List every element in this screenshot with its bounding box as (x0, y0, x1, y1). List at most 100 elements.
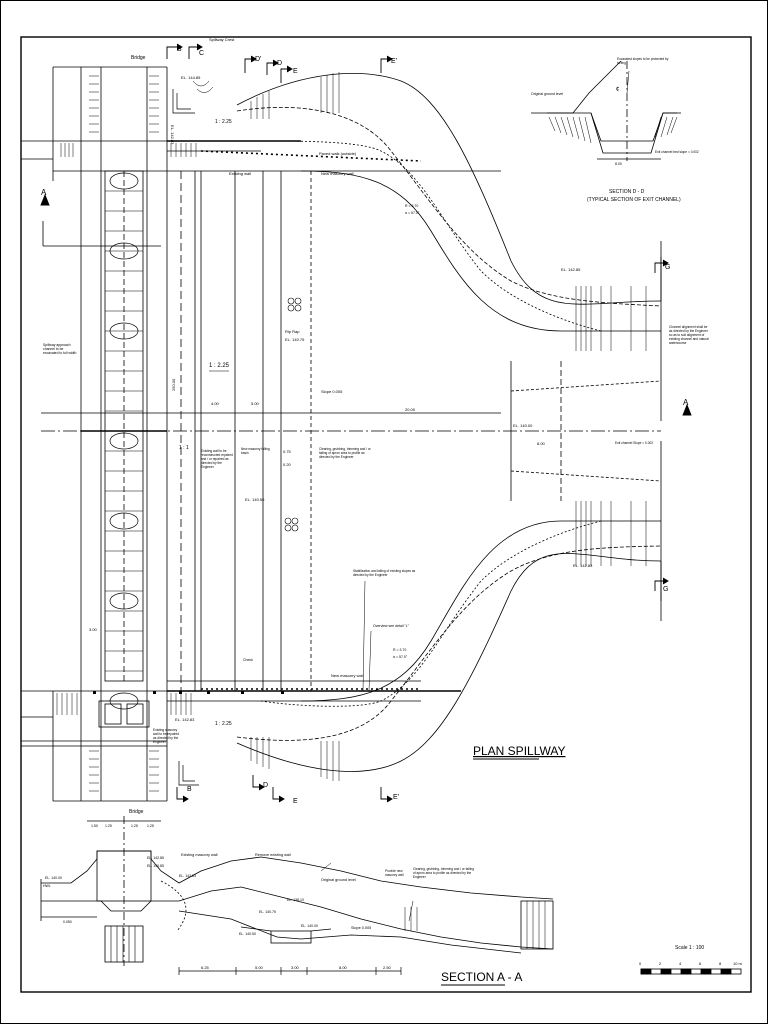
section-aa-hwl: HWL (43, 884, 51, 888)
marker-e-bottom: E (293, 798, 298, 805)
section-dd-slopes: Excavated slopes to be protected by turf… (617, 57, 668, 65)
el-right-top: EL. 142.85 (561, 267, 581, 272)
scale-ticks: 0 2 4 6 8 10 m (639, 961, 743, 966)
dim-075: 0.75 (283, 449, 292, 454)
upper-channel (236, 72, 662, 421)
section-aa-el-7: EL. 142.85 (147, 856, 164, 860)
approach-note: Spillway approach channel to be excavate… (43, 343, 76, 355)
riprap-label: Rip Rap (285, 329, 300, 334)
section-aa-profile (40, 816, 554, 975)
exit-channel-note: Exit channel Slope = 0.002 (615, 441, 653, 445)
dim-center: 20.00 (405, 407, 416, 412)
section-aa-dims: 6.25 5.00 3.00 8.00 2.50 (201, 965, 392, 970)
small-note-top: Paved walk (outside) (319, 151, 357, 156)
marker-c-top: C (199, 50, 204, 57)
scale-tick-6: 6 (699, 961, 702, 966)
marker-e-top: E (293, 68, 298, 75)
slope-label-bottom: 1 : 2.25 (215, 721, 232, 727)
el-riprap: EL. 140.75 (285, 337, 305, 342)
plan-title: PLAN SPILLWAY (473, 744, 565, 758)
section-dd-axis: ¢ (616, 87, 619, 93)
el-center: EL. 140.00 (513, 423, 533, 428)
section-aa-title: SECTION A - A (441, 970, 522, 984)
dim-020: 0.20 (283, 462, 292, 467)
slope-0005-label: Slope 0.005 (321, 389, 343, 394)
existing-wall-label: Existing wall (229, 171, 251, 176)
marker-g-bottom: G (663, 586, 668, 593)
section-dd-dim: 8.00 (615, 162, 622, 166)
scale-label: Scale 1 : 100 (675, 945, 704, 951)
slope-label-top: 1 : 2.25 (215, 119, 232, 125)
el-middle: EL. 140.50 (245, 497, 265, 502)
dim-right: 8.00 (537, 441, 546, 446)
section-aa-el-1: EL. 142.83 (179, 874, 196, 878)
section-dd-bed: Exit channel bed slope = 0.002 (655, 150, 699, 154)
section-aa-top-dim-4: 1.25 (147, 824, 154, 828)
new-masonry-wall-bottom: New masonry wall (331, 673, 364, 678)
section-aa-dim-4: 8.00 (339, 965, 348, 970)
existing-wall-note: Existing wall to be reconstructed repair… (201, 449, 233, 469)
dim-bottom-left: 3.00 (89, 627, 98, 632)
section-aa-original-ground: Original ground level (321, 878, 356, 882)
section-aa-el-8: EL. 140.00 (45, 876, 62, 880)
marker-a-left: A (41, 188, 47, 197)
marker-e-prime-top: E' (391, 58, 397, 65)
section-aa-top-dim-1: 1.50 (91, 824, 98, 828)
marker-e-prime-bottom: E' (393, 794, 399, 801)
bridge-label-bottom: Bridge (129, 809, 144, 815)
bridge-label-top: Bridge (131, 55, 146, 61)
check-note: Check (243, 658, 253, 662)
section-aa-top-dim-2: 1.25 (105, 824, 112, 828)
marker-g-top: G (665, 264, 670, 271)
scale-tick-4: 4 (679, 961, 682, 966)
curve-r-bottom: R = 3.70 (393, 648, 406, 652)
slope-label-mid: 1 : 2.25 (209, 363, 230, 369)
el-bottom-left: EL. 142.83 (175, 717, 195, 722)
leader-lines (320, 70, 630, 922)
marker-d-prime-top: D' (255, 56, 261, 63)
curve-a-top: α = 57.0° (405, 211, 420, 215)
section-aa-slope: Slope 0.005 (351, 926, 371, 930)
stabilization-note: Stabilization and falling of existing sl… (353, 569, 415, 577)
el-top-small: EL. 144.85 (181, 75, 201, 80)
section-dd-title: SECTION D - D (609, 189, 645, 195)
lower-channel (236, 361, 662, 781)
el-right-bottom: EL. 142.83 (573, 563, 593, 568)
section-aa-el-4: EL. 138.10 (287, 898, 304, 902)
clearing-note: Clearing, grubbing, trimming and / or fa… (319, 447, 371, 459)
section-aa-remove-wall: Remove existing wall (255, 853, 291, 857)
section-aa-el-3: EL. 140.00 (301, 924, 318, 928)
dim-top-small-2: 5.00 (251, 401, 260, 406)
section-aa-clearing: Clearing, grubbing, trimming and / or fa… (413, 867, 474, 879)
bridge-structure (21, 66, 301, 802)
section-aa-dim-3: 3.00 (291, 965, 300, 970)
existing-masonry-note: Existing masonry wall to be repaired as … (153, 728, 179, 744)
marker-a-right: A (683, 398, 689, 407)
spillway-basin (41, 140, 661, 702)
section-aa-dim-small: 0.050 (63, 920, 72, 924)
scale-tick-0: 0 (639, 961, 642, 966)
marker-d-top: D (277, 60, 282, 67)
marker-b-top: B (177, 46, 182, 53)
section-arrows (40, 43, 692, 803)
scale-tick-10: 10 m (733, 961, 743, 966)
spillway-crest-label: Spillway Crest (209, 37, 235, 42)
marker-b-bottom: B (187, 786, 192, 793)
section-aa-top-dim-3: 1.25 (131, 824, 138, 828)
section-aa-provide-wall: Provide new masonry wall (385, 869, 404, 877)
section-aa-dim-2: 5.00 (255, 965, 264, 970)
masonry-falling-note: New masonry falling basin (241, 447, 270, 455)
section-dd-profile (531, 60, 681, 161)
section-aa-el-5: EL. 140.75 (259, 910, 276, 914)
section-aa-dim-1: 6.25 (201, 965, 210, 970)
section-aa-top-dims: 1.50 1.25 1.25 1.25 (91, 824, 154, 828)
el-top-left: EL. 142.83 (170, 125, 175, 145)
marker-d-bottom: D (263, 782, 268, 789)
scale-tick-8: 8 (719, 961, 722, 966)
overview-note: Overview see detail "L" (373, 624, 410, 628)
section-dd-subtitle: (TYPICAL SECTION OF EXIT CHANNEL) (587, 197, 681, 203)
section-aa-dim-5: 2.50 (383, 965, 392, 970)
scale-bar (640, 968, 742, 975)
